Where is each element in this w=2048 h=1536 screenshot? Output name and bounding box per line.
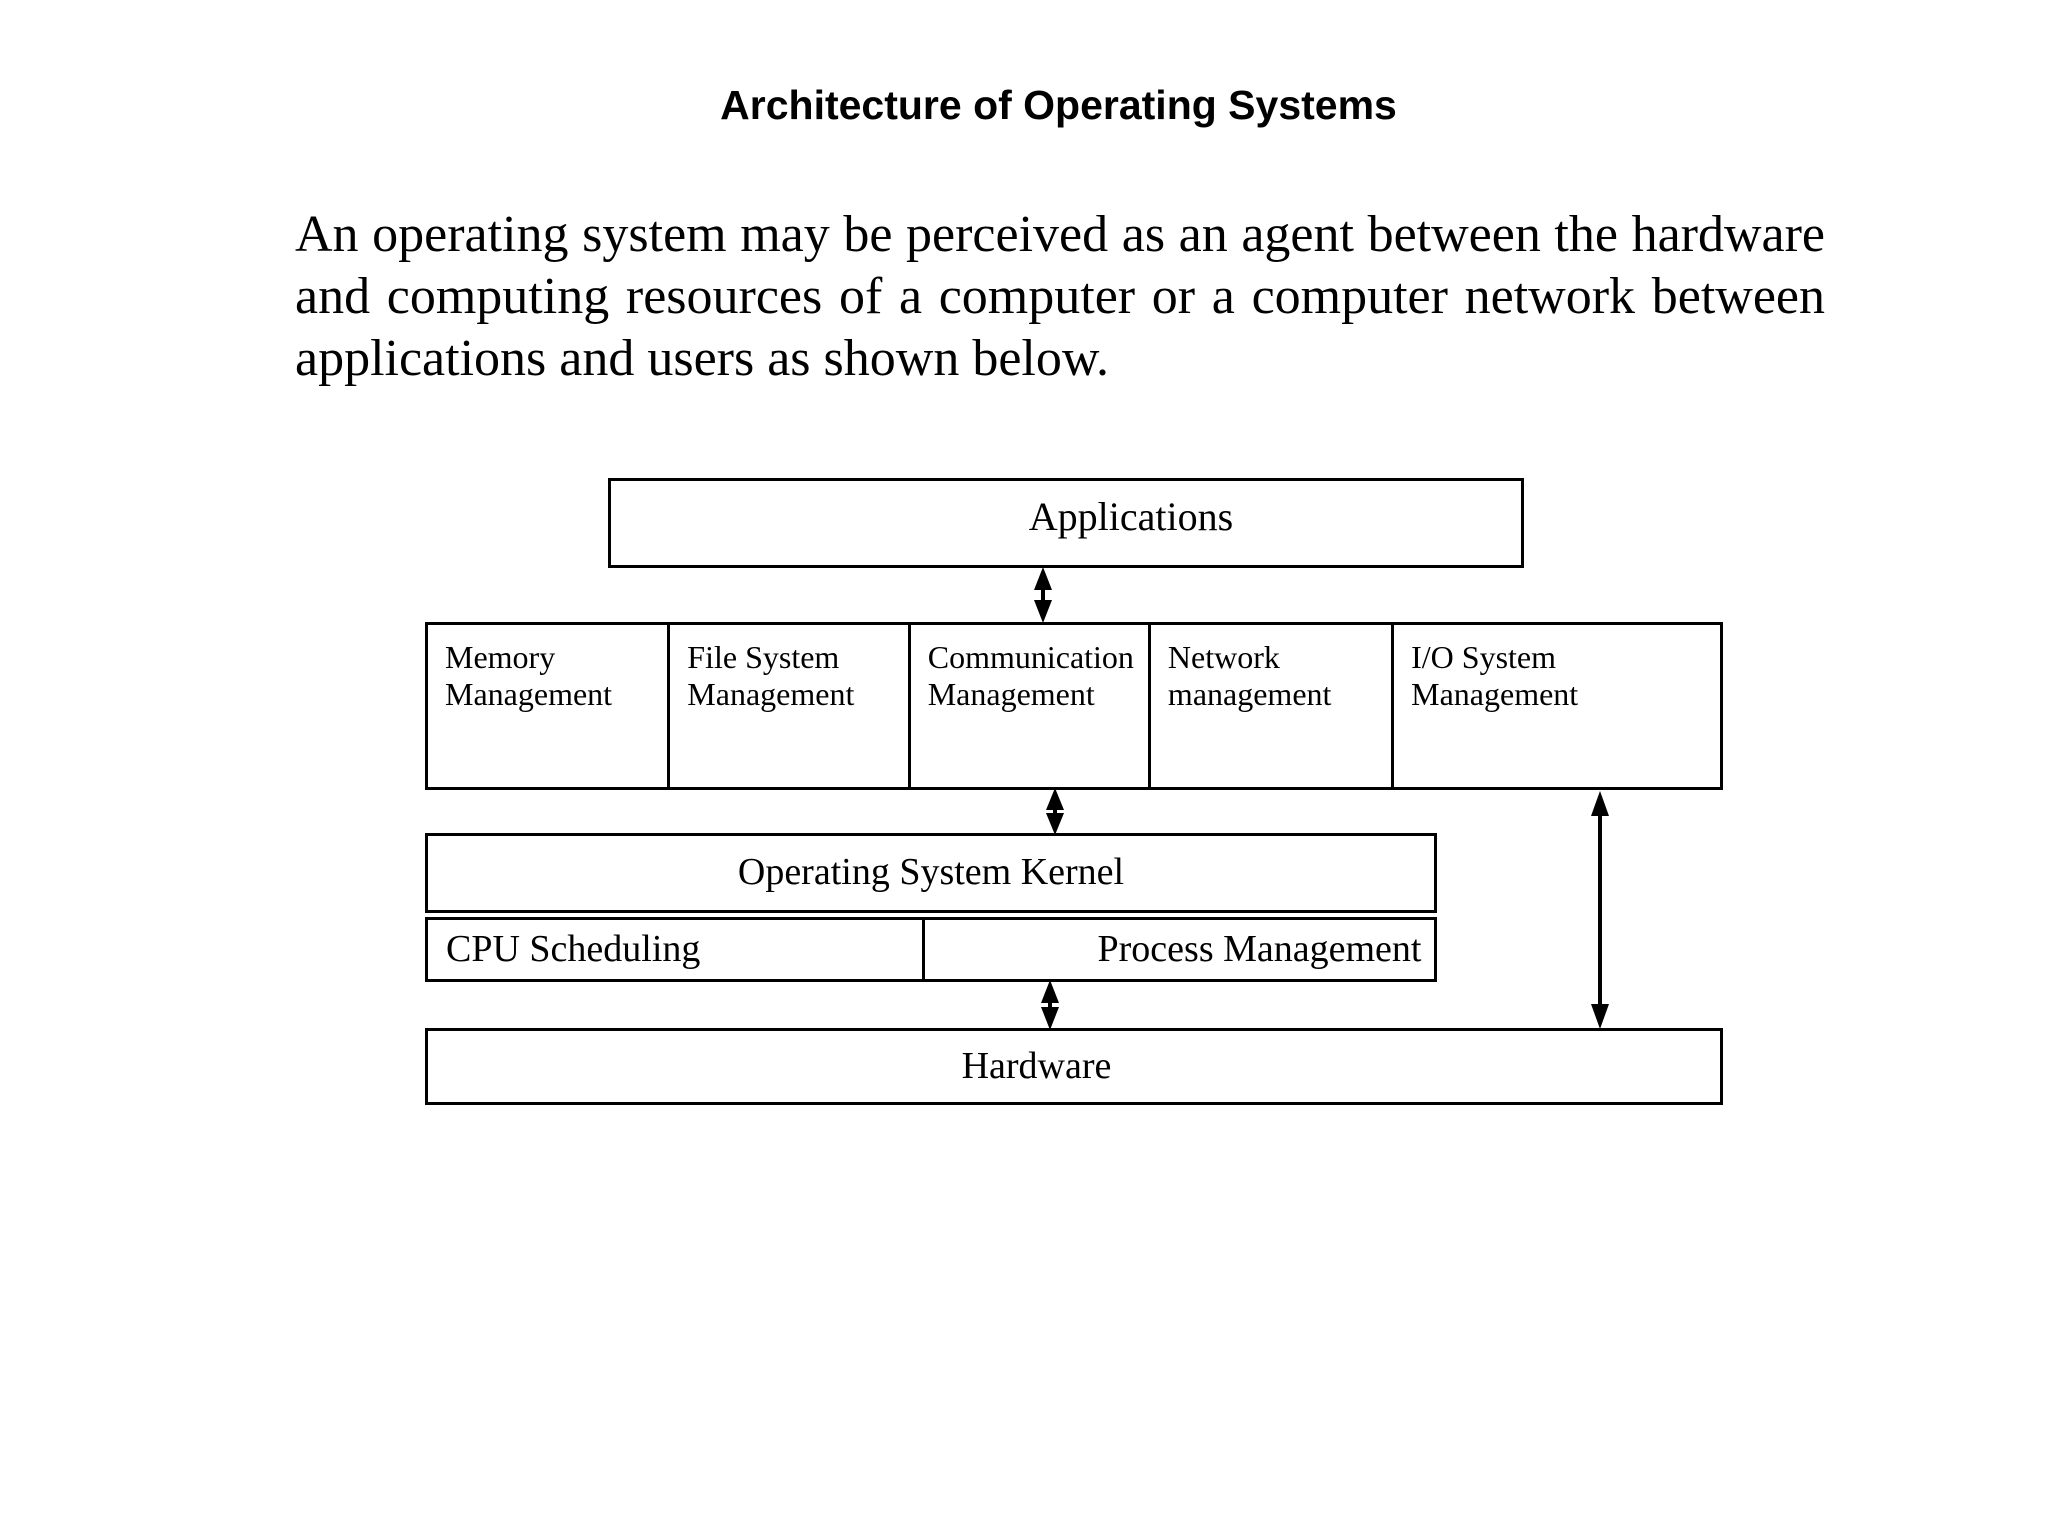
communication-management-box: Communication Management: [911, 625, 1151, 787]
memory-management-box: Memory Management: [428, 625, 671, 787]
io-system-management-box: I/O System Management: [1394, 625, 1720, 787]
process-management-label: Process Management: [1097, 928, 1422, 970]
cpu-scheduling-label: CPU Scheduling: [446, 928, 701, 970]
managers-row: Memory Management File System Management…: [425, 622, 1723, 790]
page-title: Architecture of Operating Systems: [720, 82, 1397, 128]
communication-management-label: Communication Management: [927, 639, 1134, 712]
io-system-management-label: I/O System Management: [1411, 639, 1579, 712]
intro-paragraph-line-3: applications and users as shown below.: [295, 330, 1110, 387]
file-system-management-label: File System Management: [687, 639, 855, 712]
kernel-sub-row: CPU Scheduling Process Management: [425, 917, 1437, 982]
cpu-scheduling-box: CPU Scheduling: [428, 920, 925, 979]
intro-paragraph: An operating system may be perceived as …: [295, 204, 1825, 390]
applications-managers-arrow-icon: [1034, 567, 1052, 623]
hardware-box: Hardware: [425, 1028, 1723, 1105]
file-system-management-box: File System Management: [670, 625, 911, 787]
applications-box: Applications: [608, 478, 1524, 568]
hardware-label: Hardware: [961, 1045, 1112, 1087]
kernel-box: Operating System Kernel: [425, 833, 1437, 913]
network-management-box: Network management: [1151, 625, 1395, 787]
kernel-hardware-arrow-icon: [1041, 980, 1059, 1030]
process-management-box: Process Management: [925, 920, 1434, 979]
intro-paragraph-line-2: and computing resources of a computer or…: [295, 268, 1825, 325]
managers-kernel-arrow-icon: [1046, 788, 1064, 835]
applications-label: Applications: [1028, 494, 1234, 539]
io-hardware-arrow-icon: [1591, 791, 1609, 1029]
memory-management-label: Memory Management: [445, 639, 613, 712]
network-management-label: Network management: [1167, 639, 1332, 712]
intro-paragraph-line-1: An operating system may be perceived as …: [295, 206, 1825, 263]
kernel-label: Operating System Kernel: [737, 851, 1125, 893]
